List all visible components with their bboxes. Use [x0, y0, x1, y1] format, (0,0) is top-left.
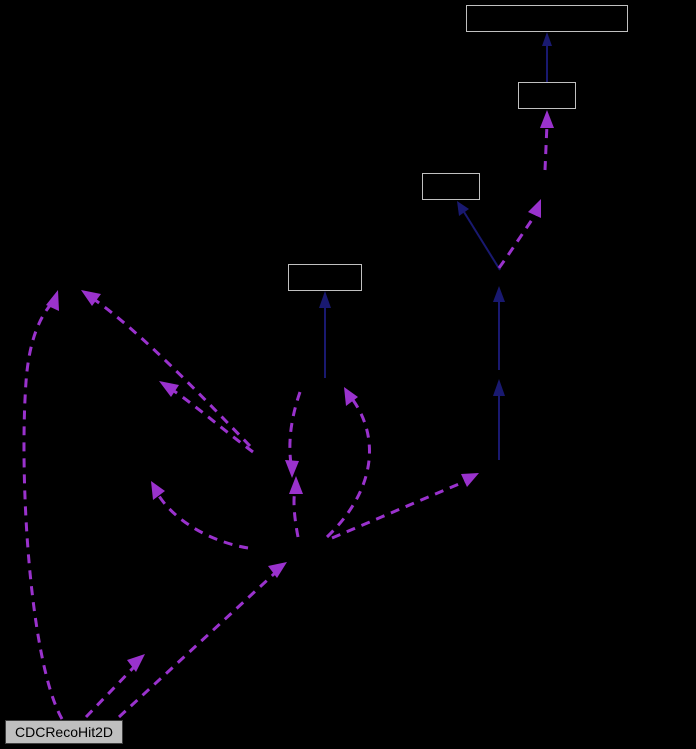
node-cdcrecohit2d[interactable]: CDCRecoHit2D: [5, 720, 123, 744]
edge-fourth-stem: [319, 291, 331, 378]
edge-hub-to-upleft-apex: [81, 290, 252, 448]
inheritance-edges: [319, 32, 552, 460]
node-top-wide[interactable]: [466, 5, 628, 32]
edge-lower-riser: [493, 379, 505, 460]
node-second[interactable]: [518, 82, 576, 109]
edge-second-to-top: [542, 32, 552, 82]
edge-left-inner-loop: [285, 391, 302, 478]
edge-hub-to-right-diagonal: [331, 473, 479, 540]
edge-hub-to-upleft-curve: [159, 381, 254, 454]
edge-right-inner-loop: [325, 387, 371, 539]
edge-small-left-loop: [151, 481, 249, 550]
edge-node-to-farleft: [22, 290, 64, 720]
edge-mid-to-dashed-riser: [497, 199, 541, 269]
edge-center-vertical-dashed: [289, 476, 303, 538]
node-third[interactable]: [422, 173, 480, 200]
edge-node-to-hub: [117, 562, 287, 719]
edge-node-diag-short: [84, 654, 145, 719]
edge-riser-to-hub: [493, 286, 505, 370]
edge-hub-to-third: [457, 201, 501, 271]
usage-edges: [22, 110, 554, 720]
edge-up-to-second: [540, 110, 554, 171]
node-cdcrecohit2d-label: CDCRecoHit2D: [14, 724, 114, 740]
node-fourth[interactable]: [288, 264, 362, 291]
